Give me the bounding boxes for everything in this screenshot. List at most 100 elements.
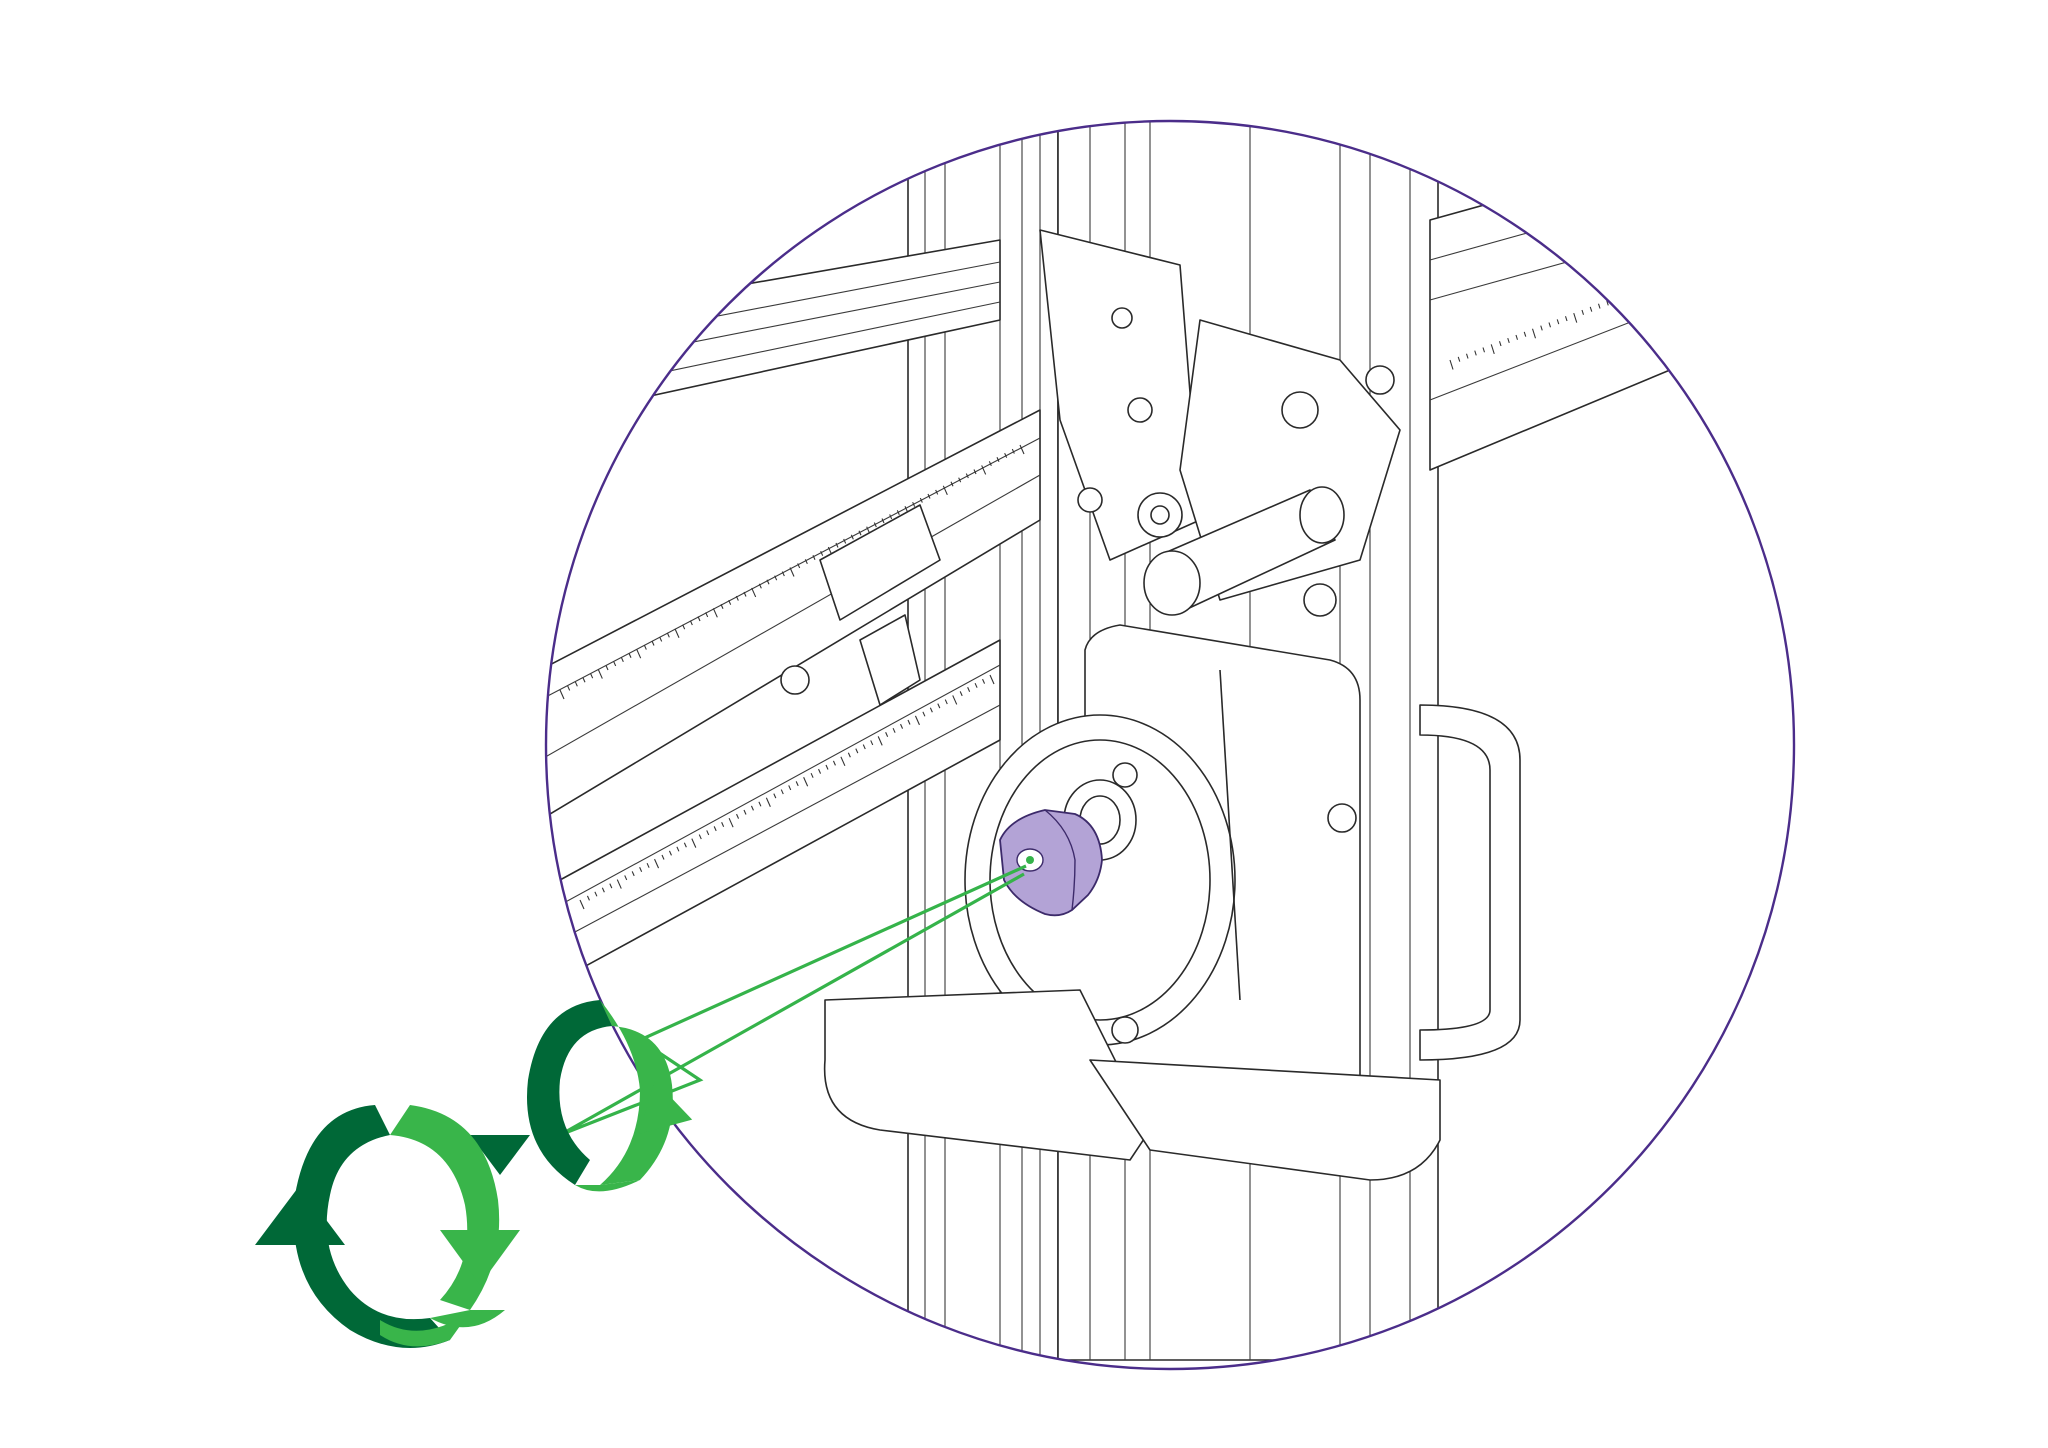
scale-tick: [705, 612, 709, 618]
detail-magnifier-content: [546, 121, 1791, 1369]
scale-tick: [750, 805, 754, 811]
scale-tick: [858, 530, 862, 536]
scale-tick: [654, 858, 660, 869]
scale-tick: [1729, 253, 1733, 259]
scale-tick: [743, 591, 747, 597]
scale-tick: [1597, 303, 1601, 309]
scale-tick: [1647, 284, 1651, 290]
scale-tick: [1573, 312, 1578, 323]
scale-tick: [682, 624, 686, 630]
scale-tick: [601, 887, 605, 893]
scale-tick: [713, 826, 717, 832]
scale-tick: [914, 715, 920, 726]
scale-tick: [1482, 347, 1486, 353]
scale-tick: [1465, 353, 1469, 359]
scale-tick: [789, 567, 795, 577]
scale-tick: [735, 595, 739, 601]
scale-ticks-lower: [579, 674, 995, 910]
scale-tick: [1771, 237, 1774, 244]
scale-tick: [1779, 234, 1784, 245]
scale-tick: [1655, 281, 1660, 292]
scale-tick: [825, 764, 829, 770]
scale-tick: [919, 497, 923, 503]
knob-highlight[interactable]: [999, 809, 1103, 917]
scale-tick: [1746, 247, 1750, 253]
scale-tick: [885, 732, 889, 737]
scale-tick: [574, 681, 578, 687]
scale-tick: [942, 485, 948, 496]
scale-tick: [996, 457, 1000, 462]
scale-tick: [594, 891, 598, 897]
scale-tick: [835, 542, 839, 548]
gearbox-housing: [964, 624, 1361, 1129]
scale-tick: [1672, 275, 1675, 281]
scale-tick: [974, 682, 978, 688]
scale-tick: [567, 685, 571, 691]
scale-tick: [1474, 350, 1477, 356]
scale-tick: [988, 461, 992, 467]
scale-tick: [586, 895, 590, 901]
scale-tick: [1705, 262, 1708, 269]
scale-tick: [751, 587, 757, 598]
scale-tick: [1713, 259, 1717, 265]
scale-tick: [843, 538, 847, 544]
scale-tick: [780, 789, 784, 795]
scale-tick: [736, 813, 740, 819]
right-scale-rail: [1429, 121, 1791, 471]
scale-tick: [873, 522, 877, 528]
scale-tick: [743, 809, 747, 815]
scale-tick: [1457, 356, 1461, 362]
scale-tick: [582, 677, 586, 683]
scale-tick: [850, 534, 854, 540]
scale-tick: [674, 628, 680, 638]
scale-tick: [1540, 325, 1543, 331]
scale-tick: [683, 842, 687, 848]
scale-tick: [1721, 256, 1725, 262]
scale-tick: [781, 571, 785, 577]
scale-tick: [847, 752, 851, 758]
scale-tick: [579, 899, 585, 910]
scale-tick: [697, 616, 701, 622]
scale-tick: [820, 550, 824, 556]
scale-tick: [840, 756, 846, 767]
housing-handle: [1419, 704, 1521, 1061]
scale-tick: [624, 875, 628, 881]
scale-tick: [1449, 359, 1454, 370]
scale-tick: [628, 653, 632, 658]
scale-tick: [1614, 297, 1619, 308]
scale-tick: [636, 648, 642, 659]
scale-ticks-upper: [559, 444, 1025, 700]
scale-tick: [959, 691, 963, 697]
scale-tick: [590, 673, 594, 679]
scale-tick: [1680, 272, 1684, 278]
scale-tick: [1606, 300, 1609, 306]
scale-tick: [1004, 452, 1008, 458]
scale-tick: [1581, 309, 1585, 315]
scale-tick: [597, 669, 603, 679]
scale-tick: [870, 740, 874, 746]
rotate-arrow-front: [255, 1105, 520, 1348]
scale-tick: [758, 583, 762, 589]
scale-tick: [877, 736, 883, 746]
scale-tick: [1622, 294, 1626, 300]
scale-tick: [797, 563, 801, 569]
scale-tick: [620, 657, 624, 663]
scale-tick: [937, 703, 941, 709]
knob-center-dot: [1026, 856, 1034, 864]
scale-tick: [728, 599, 732, 605]
scale-tick: [721, 822, 725, 827]
scale-tick: [812, 555, 816, 560]
scale-tick: [952, 695, 958, 705]
scale-tick: [689, 620, 693, 626]
scale-tick: [862, 744, 866, 750]
scale-tick: [774, 575, 778, 581]
rotate-arrows-icon: [255, 1000, 693, 1348]
scale-tick: [712, 608, 718, 618]
scale-tick: [1663, 278, 1667, 284]
scale-tick: [1688, 269, 1692, 275]
scale-tick: [1696, 266, 1702, 276]
scale-tick: [958, 477, 962, 483]
lightning-callout: [559, 864, 1027, 1137]
